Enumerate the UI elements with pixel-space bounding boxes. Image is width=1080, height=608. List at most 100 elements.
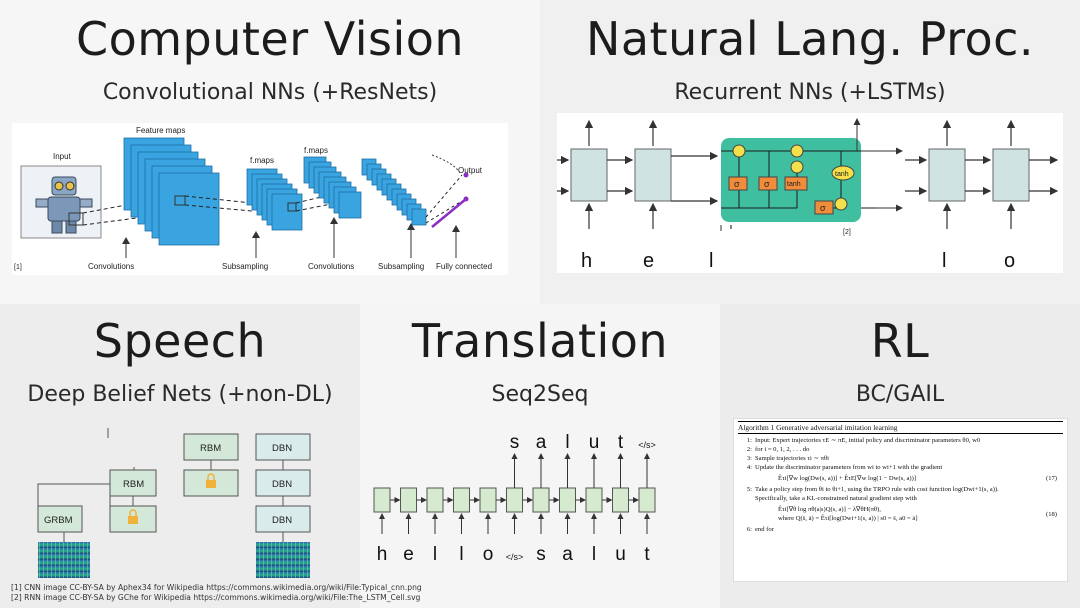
robot-icon (35, 176, 93, 234)
gate-sigma-i: σ (764, 179, 770, 189)
spectrogram (256, 542, 310, 578)
output-token: t (618, 432, 624, 453)
label-grbm: GRBM (44, 515, 73, 526)
panel-title: Speech (93, 314, 267, 368)
panel-subtitle: Recurrent NNs (+LSTMs) (674, 80, 946, 105)
input-token: s (536, 544, 546, 565)
panel-subtitle: Deep Belief Nets (+non-DL) (27, 382, 333, 407)
input-token: l (433, 544, 437, 565)
input-token: h (377, 544, 388, 565)
output-token: a (536, 432, 547, 453)
label-output: Output (458, 166, 483, 175)
lstm-ref: [2] (843, 229, 851, 236)
label-fmaps-1: f.maps (250, 156, 274, 165)
panel-subtitle: Seq2Seq (491, 382, 589, 407)
algorithm-header: Algorithm 1 Generative adversarial imita… (738, 421, 1063, 434)
output-token: l (565, 432, 569, 453)
conv-maps-2 (303, 156, 362, 219)
input-token: u (615, 544, 626, 565)
grbm-box (37, 505, 83, 533)
subsampled-maps (246, 168, 303, 231)
algorithm-line: 4: Update the discriminator parameters f… (746, 464, 943, 471)
char-h: h (581, 250, 592, 272)
algorithm-line: 2:for i = 0, 1, 2, . . . do (746, 446, 810, 453)
rnn-cell (992, 148, 1030, 202)
output-token: s (510, 432, 520, 453)
label-convolutions-1: Convolutions (88, 262, 134, 271)
credit-line: [1] CNN image CC-BY-SA by Aphex34 for Wi… (11, 583, 422, 592)
equation-18: Êτi[∇θ log πθ(a|s)Q(s, a)] − λ∇θH(πθ),wh… (778, 506, 1057, 522)
fully-connected-layer (431, 198, 467, 228)
rbm-box (109, 469, 157, 497)
input-token: l (459, 544, 463, 565)
panel-speech: Speech Deep Belief Nets (+non-DL) GRBM (0, 304, 360, 608)
spectrogram (38, 542, 90, 578)
gate-sigma-o: σ (820, 203, 826, 213)
panel-subtitle: BC/GAIL (855, 382, 945, 407)
gail-algorithm: Algorithm 1 Generative adversarial imita… (733, 418, 1068, 582)
seq2seq-cell (638, 487, 656, 513)
input-token: </s> (506, 552, 524, 562)
seq2seq-cell (585, 487, 603, 513)
dbn-diagram: GRBM RBM RBM DBN DBN DBN (37, 428, 311, 578)
output-token: </s> (638, 440, 656, 450)
label-fully-connected: Fully connected (436, 262, 492, 271)
algorithm-line: 3: Sample trajectories τi ∼ πθi (746, 455, 829, 462)
output-token: u (589, 432, 600, 453)
panel-nlp: Natural Lang. Proc. Recurrent NNs (+LSTM… (540, 0, 1080, 304)
seq2seq-cell (426, 487, 444, 513)
label-dbn-2: DBN (272, 479, 292, 490)
input-token: o (483, 544, 494, 565)
cnn-diagram: Input Feature maps f.maps f.maps Output … (12, 123, 508, 275)
seq2seq-cell (373, 487, 391, 513)
feature-maps (123, 137, 220, 246)
rnn-cell (928, 148, 966, 202)
input-token: l (592, 544, 596, 565)
panel-title: Translation (411, 314, 669, 368)
rnn-cell (634, 148, 672, 202)
seq2seq-cell (453, 487, 470, 513)
char-l: l (709, 250, 713, 272)
gate-sigma-f: σ (734, 179, 740, 189)
gate-tanh-out: tanh (835, 171, 849, 178)
label-rbm-1: RBM (123, 479, 144, 490)
algorithm-line: 6:end for (746, 526, 774, 533)
char-o: o (1004, 250, 1015, 272)
algorithm-line: 5:Take a policy step from θi to θi+1, us… (746, 486, 999, 493)
label-fmaps-2: f.maps (304, 146, 328, 155)
label-rbm-2: RBM (200, 443, 221, 454)
dbn-box (255, 433, 311, 461)
dbn-box (255, 469, 311, 497)
rnn-cell (570, 148, 608, 202)
cnn-ref: [1] (14, 264, 22, 271)
lock-icon (206, 473, 216, 488)
panel-computer-vision: Computer Vision Convolutional NNs (+ResN… (0, 0, 540, 304)
lstm-diagram: σ σ tanh σ tanh [2] (557, 113, 1063, 273)
input-token: e (403, 544, 414, 565)
credit-line: [2] RNN image CC-BY-SA by GChe for Wikip… (11, 593, 421, 602)
label-feature-maps: Feature maps (136, 126, 185, 135)
algorithm-line: Specifically, take a KL-constrained natu… (755, 495, 917, 502)
seq2seq-cell (532, 487, 550, 513)
subsampled-maps-2 (361, 158, 427, 226)
label-dbn-3: DBN (272, 515, 292, 526)
seq2seq-cell (400, 487, 417, 513)
panel-subtitle: Convolutional NNs (+ResNets) (102, 80, 438, 105)
label-dbn-1: DBN (272, 443, 292, 454)
seq2seq-cell (612, 487, 629, 513)
input-token: t (644, 544, 650, 565)
image-credits: [1] CNN image CC-BY-SA by Aphex34 for Wi… (11, 583, 422, 603)
lock-icon (128, 509, 138, 524)
seq2seq-cell (506, 487, 523, 513)
panel-title: Computer Vision (75, 12, 465, 66)
label-subsampling-1: Subsampling (222, 262, 268, 271)
rbm-box (183, 433, 239, 461)
char-l: l (942, 250, 946, 272)
panel-title: RL (870, 314, 930, 368)
panel-title: Natural Lang. Proc. (585, 12, 1035, 66)
gate-tanh-c: tanh (787, 181, 801, 188)
label-convolutions-2: Convolutions (308, 262, 354, 271)
label-input: Input (53, 152, 72, 161)
